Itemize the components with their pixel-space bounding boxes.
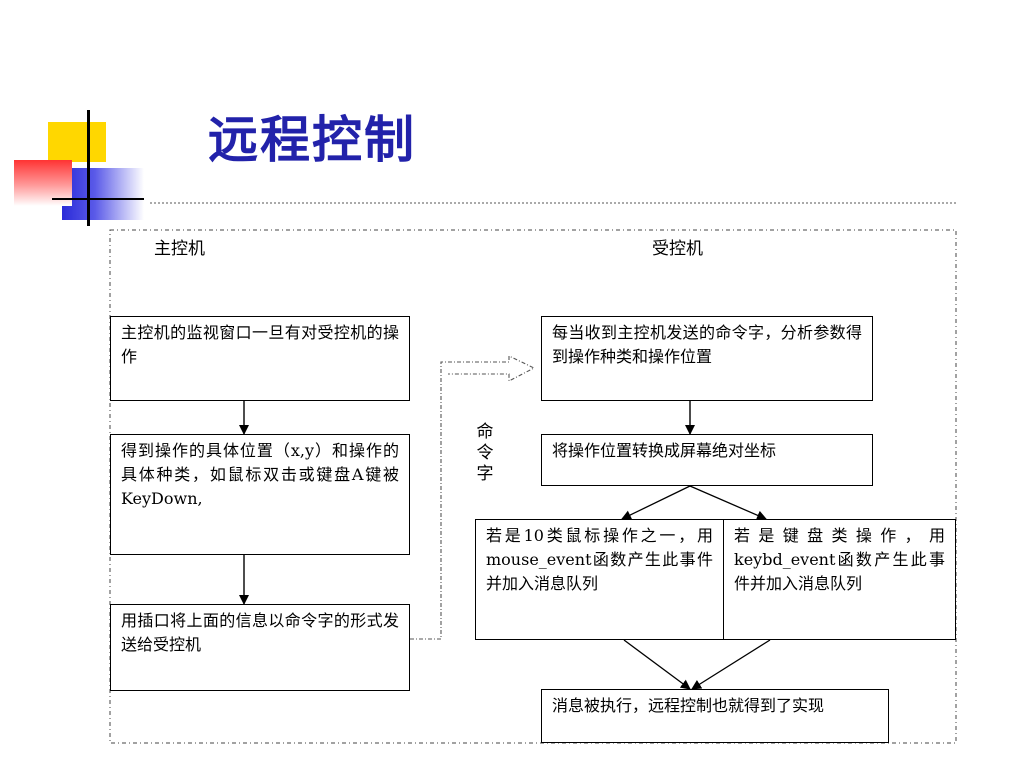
arrow-branch-left-final: [623, 639, 691, 690]
arrow-slave-2-branch-left: [621, 485, 691, 520]
branch-keyboard: 若是键盘类操作，用keybd_event函数产生此事件并加入消息队列: [723, 519, 956, 640]
command-word-connector: [410, 355, 536, 640]
arrow-slave-2-branch-right: [689, 485, 767, 521]
diagram-frame: [109, 229, 957, 744]
yellow-square: [48, 122, 106, 162]
blue-gradient-square: [62, 168, 144, 220]
master-step-2: 得到操作的具体位置（x,y）和操作的具体种类，如鼠标双击或键盘A键被KeyDow…: [110, 434, 410, 555]
command-word-char: 命: [476, 422, 494, 442]
slave-step-2: 将操作位置转换成屏幕绝对坐标: [541, 434, 873, 486]
final-step: 消息被执行，远程控制也就得到了实现: [541, 689, 889, 743]
master-step-1: 主控机的监视窗口一旦有对受控机的操作: [110, 316, 410, 401]
command-word-char: 字: [476, 464, 494, 484]
master-label: 主控机: [154, 239, 205, 259]
branch-mouse: 若是10类鼠标操作之一，用mouse_event函数产生此事件并加入消息队列: [475, 519, 724, 640]
master-step-3: 用插口将上面的信息以命令字的形式发送给受控机: [110, 604, 410, 691]
arrow-branch-right-final: [691, 639, 771, 690]
command-word-label: 命 令 字: [476, 422, 494, 485]
vertical-rule: [87, 110, 90, 226]
slide-title: 远程控制: [208, 110, 416, 169]
slave-label: 受控机: [652, 239, 703, 259]
slave-step-1: 每当收到主控机发送的命令字，分析参数得到操作种类和操作位置: [541, 316, 873, 401]
horizontal-rule: [52, 198, 144, 200]
command-word-char: 令: [476, 443, 494, 463]
